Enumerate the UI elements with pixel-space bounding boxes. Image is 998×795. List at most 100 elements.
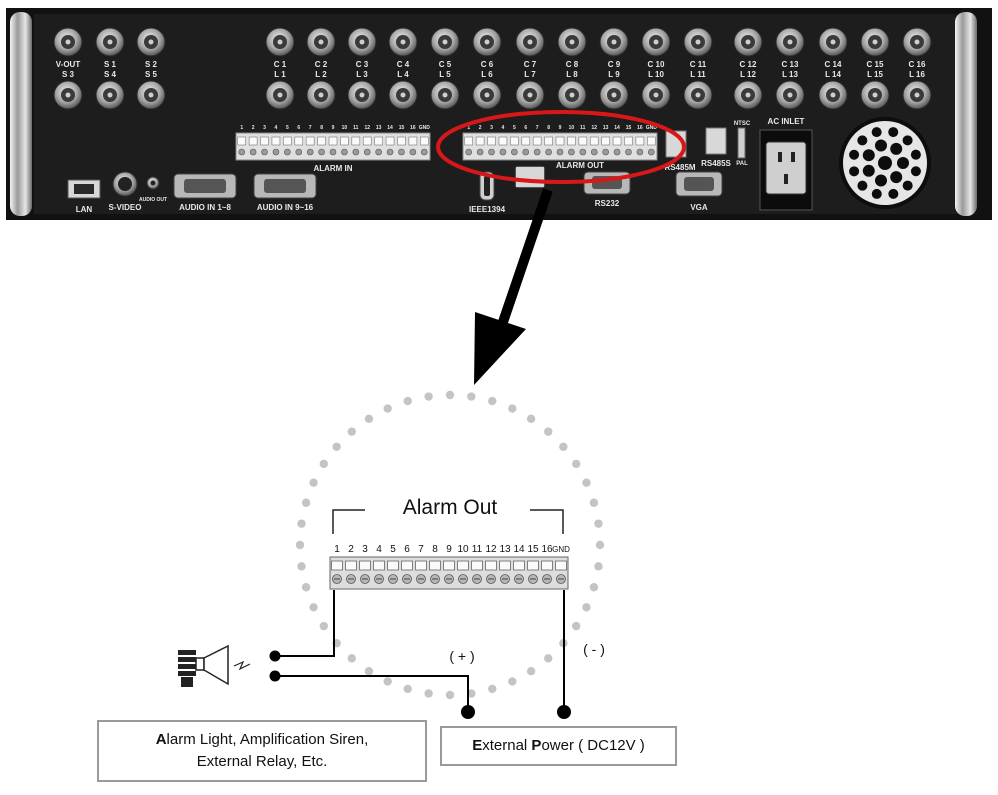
rack-handle-right: [955, 12, 977, 216]
alarm-out-panel-terminal: 15: [624, 125, 633, 156]
ring-dot: [467, 689, 476, 698]
alarm-in-terminal: 14: [385, 125, 395, 156]
bnc-connector-bottom: [347, 80, 377, 110]
bnc-connector-bottom: [902, 80, 932, 110]
junction-power-plus: [461, 705, 475, 719]
alarm-out-panel-terminal: 14: [612, 125, 622, 156]
panel-terminal-number: 13: [376, 125, 382, 131]
audio-out-label: AUDIO OUT: [139, 197, 167, 203]
ring-dot: [424, 392, 433, 401]
alarm-out-panel-terminal: 3: [487, 125, 496, 156]
detail-terminal: [387, 560, 399, 584]
minus-polarity-label: ( - ): [583, 641, 605, 657]
bnc-bottom-label: L 13: [782, 70, 798, 79]
bnc-top-label: C 3: [356, 60, 369, 69]
ac-inlet-label: AC INLET: [768, 117, 805, 126]
ac-pin-1: [778, 152, 782, 162]
bnc-connector-top: [136, 27, 166, 57]
svideo-label: S-VIDEO: [109, 203, 142, 212]
bnc-connector-top: [557, 27, 587, 57]
alarm-devices-line1: larm Light, Amplification Siren,: [166, 731, 369, 748]
ring-dot: [297, 562, 306, 571]
panel-terminal-number: 5: [286, 125, 289, 131]
cooling-fan: [839, 117, 931, 209]
ring-dot: [297, 519, 306, 528]
bnc-connector-top: [95, 27, 125, 57]
connection-arrow-head: [474, 312, 526, 385]
alarm-devices-text: Alarm Light, Amplification Siren, Extern…: [156, 729, 369, 773]
audio-in-9-16-port-inner: [264, 179, 306, 193]
detail-terminal-number: 3: [362, 544, 368, 555]
bnc-connector-top: [306, 27, 336, 57]
panel-terminal-number: GND: [646, 125, 658, 131]
detail-terminal-number: 4: [376, 544, 382, 555]
ring-dot: [488, 396, 497, 406]
plus-polarity-label: ( + ): [449, 648, 474, 664]
panel-terminal-number: 3: [263, 125, 266, 131]
alarm-devices-line2: External Relay, Etc.: [196, 753, 328, 770]
alarm-out-title: Alarm Out: [403, 496, 498, 519]
bnc-connector-bottom: [775, 80, 805, 110]
bnc-connector-top: [775, 27, 805, 57]
detail-terminal: [499, 560, 511, 584]
bnc-top-label: C 12: [740, 60, 757, 69]
detail-terminal: [331, 560, 343, 584]
bnc-bottom-label: L 2: [315, 70, 327, 79]
detail-terminal-number: 2: [348, 544, 354, 555]
bnc-connector-top: [430, 27, 460, 57]
external-power-box: External Power ( DC12V ): [440, 726, 677, 766]
detail-terminal-number: 10: [457, 544, 469, 555]
ring-dot: [589, 498, 599, 507]
bnc-bottom-label: S 4: [104, 70, 117, 79]
panel-terminal-number: 4: [275, 125, 278, 131]
ring-dot: [508, 677, 517, 686]
alarm-out-highlight-ring: [436, 110, 686, 184]
panel-terminal-number: 14: [614, 125, 620, 131]
bnc-connector-top: [641, 27, 671, 57]
power-first-letter: E: [472, 737, 483, 754]
ring-dot: [582, 603, 591, 612]
alarm-in-terminal: 12: [362, 125, 372, 156]
alarm-in-terminal: 3: [260, 125, 269, 156]
bnc-bottom-label: L 3: [356, 70, 368, 79]
ring-dot: [467, 392, 476, 401]
ring-dot: [319, 621, 329, 631]
alarm-out-panel-terminal: 11: [578, 125, 588, 156]
bnc-top-label: C 16: [909, 60, 926, 69]
alarm-devices-box: Alarm Light, Amplification Siren, Extern…: [97, 720, 427, 782]
ac-pin-3: [784, 174, 788, 184]
ring-dot: [589, 583, 599, 592]
bnc-top-label: C 6: [481, 60, 494, 69]
bnc-bottom-label: L 7: [524, 70, 536, 79]
ring-dot: [445, 390, 455, 400]
bnc-bottom-label: L 8: [566, 70, 578, 79]
detail-terminal: [527, 560, 539, 584]
bnc-bottom-label: L 6: [481, 70, 493, 79]
alarm-out-panel-terminal: GND: [646, 125, 658, 156]
bnc-connector-bottom: [683, 80, 713, 110]
alarm-out-panel-terminal: 10: [567, 125, 576, 156]
bnc-connector-top: [53, 27, 83, 57]
audio-out-jack-inner: [150, 180, 156, 186]
ring-dot: [364, 414, 374, 424]
alarm-out-panel-label: ALARM OUT: [556, 161, 604, 170]
bnc-bottom-label: S 5: [145, 70, 158, 79]
detail-terminal-number: 5: [390, 544, 396, 555]
alarm-in-terminal: 16: [408, 125, 418, 156]
bnc-connector-bottom: [472, 80, 502, 110]
junction-device-top: [269, 650, 281, 662]
detail-terminal-number: GND: [552, 545, 570, 554]
panel-terminal-number: 10: [342, 125, 348, 131]
bnc-connector-top: [902, 27, 932, 57]
wire-device-to-power-plus: [275, 675, 469, 712]
bnc-top-label: C 2: [315, 60, 328, 69]
ring-dot: [526, 414, 536, 424]
detail-terminal: [359, 560, 371, 584]
alarm-out-panel-terminal: 12: [589, 125, 599, 156]
ring-dot: [544, 427, 553, 436]
panel-terminal-number: 8: [320, 125, 323, 131]
ring-dot: [594, 519, 603, 528]
detail-terminal: [345, 560, 357, 584]
bnc-top-label: C 4: [397, 60, 410, 69]
